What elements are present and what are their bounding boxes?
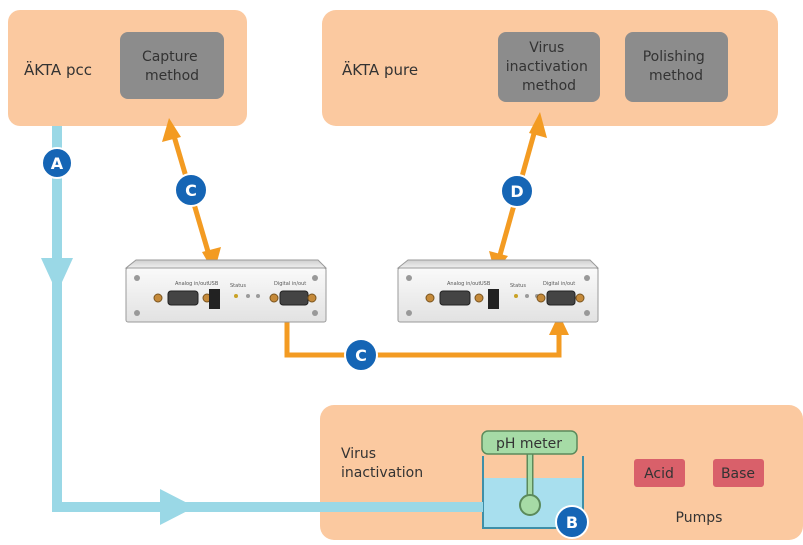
capture-method-box (120, 32, 224, 99)
connection-c-lower (284, 313, 569, 358)
io-box-left-status-label: Status (230, 283, 246, 289)
io-box-right-usb-port (488, 289, 499, 309)
ph-meter-box (481, 430, 578, 455)
badge-d: D (500, 174, 534, 208)
io-box-left-analog-label: Analog in/out (175, 281, 208, 287)
connection-d-arrowhead-top (529, 112, 547, 138)
io-box-left: Analog in/out USB Status Digital in/out (124, 259, 328, 323)
akta-pure-system: ÄKTA pure Virus inactivation method Poli… (322, 10, 778, 126)
flow-line-a (41, 126, 483, 525)
base-pump-box (713, 459, 764, 487)
base-pump-label: Base (721, 466, 755, 482)
virus-inactivation-method-label: Virus inactivation method (506, 40, 593, 94)
io-box-right-digital-label: Digital in/out (543, 281, 575, 287)
virus-inactivation-method-box (498, 32, 600, 102)
virus-inactivation-label: Virus inactivation (341, 446, 423, 481)
flow-path (52, 126, 483, 512)
badge-c-lower: C (344, 338, 378, 372)
connection-c-lower-line (284, 313, 562, 358)
io-box-right-digital-port (546, 290, 576, 306)
badge-a: A (41, 147, 73, 179)
connection-c-lower-arrowhead (549, 314, 569, 335)
badge-c-upper-label: C (185, 181, 197, 200)
flow-arrow-down (41, 258, 73, 293)
akta-pcc-system: ÄKTA pcc Capture method (8, 10, 247, 126)
badge-d-label: D (510, 182, 523, 201)
akta-pure-label: ÄKTA pure (342, 60, 418, 79)
io-box-left-usb-port (209, 289, 220, 309)
io-box-right-usb-label: USB (480, 281, 491, 287)
io-box-left-digital-label: Digital in/out (274, 281, 306, 287)
ph-meter-label: pH meter (496, 436, 562, 452)
connection-c-upper-arrowhead-top (162, 118, 181, 142)
capture-method-label: Capture method (142, 49, 202, 84)
io-box-right-analog-port (439, 290, 471, 306)
io-box-right-status-label: Status (510, 283, 526, 289)
io-box-left-front (125, 267, 327, 323)
vessel-outline (482, 456, 584, 529)
io-box-right-analog-label: Analog in/out (447, 281, 480, 287)
acid-pump-label: Acid (644, 466, 674, 482)
pumps-label: Pumps (676, 510, 723, 526)
badge-b: B (555, 505, 589, 539)
io-box-left-analog-port (167, 290, 199, 306)
ph-probe-bulb (519, 494, 541, 516)
io-box-left-usb-label: USB (208, 281, 219, 287)
badge-b-label: B (566, 513, 578, 532)
polishing-method-label: Polishing method (643, 49, 710, 84)
badge-c-upper: C (174, 173, 208, 207)
io-box-right: Analog in/out USB Status Digital in/out (396, 259, 600, 323)
polishing-method-box (625, 32, 728, 102)
acid-pump-box (634, 459, 685, 487)
flow-arrow-right (160, 489, 195, 525)
badge-a-label: A (51, 154, 64, 173)
akta-pcc-label: ÄKTA pcc (24, 60, 92, 79)
io-box-left-digital-port (279, 290, 309, 306)
badge-c-lower-label: C (355, 346, 367, 365)
